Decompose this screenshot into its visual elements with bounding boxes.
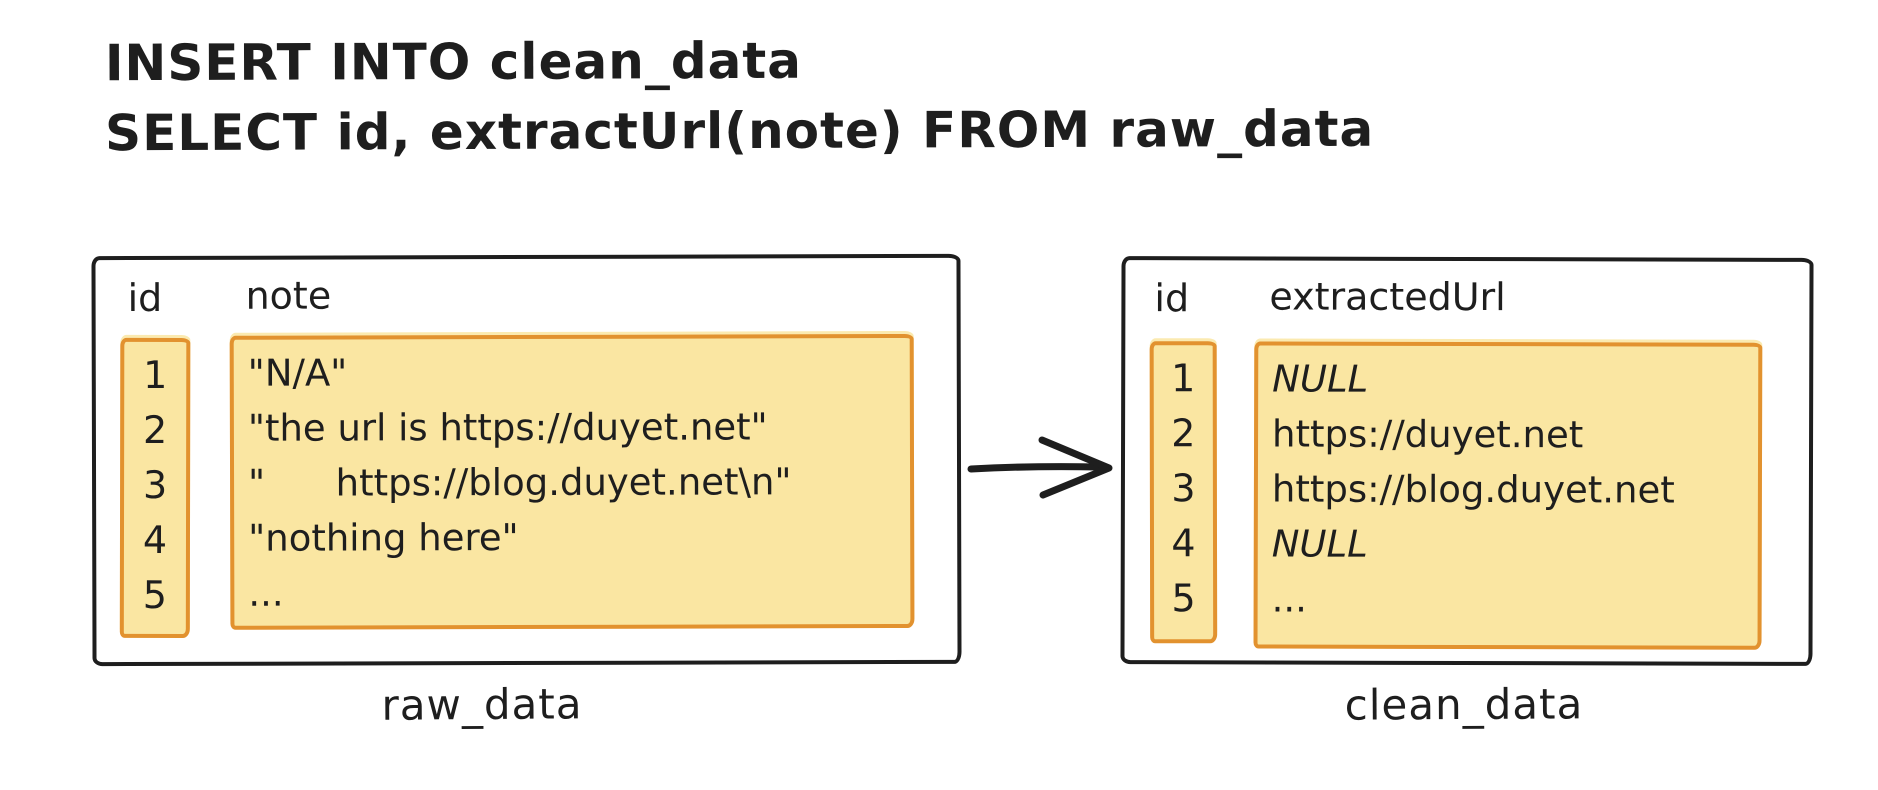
raw-id-cell: 4: [142, 517, 168, 562]
sql-line-insert: INSERT INTO clean_data: [104, 31, 803, 93]
clean-id-cell: 5: [1171, 576, 1196, 621]
clean-extractedurl-column: NULL https://duyet.net https://blog.duye…: [1253, 341, 1763, 650]
clean-id-cell: 2: [1171, 411, 1196, 456]
clean-id-cell: 1: [1171, 356, 1196, 401]
raw-note-cell: "N/A": [247, 351, 348, 395]
clean-url-cell: NULL: [1271, 522, 1368, 566]
sql-line-select: SELECT id, extractUrl(note) FROM raw_dat…: [105, 99, 1375, 163]
raw-table-caption: raw_data: [381, 679, 583, 730]
clean-data-table: id extractedUrl 1 2 3 4 5 NULL https://d…: [1120, 256, 1814, 666]
sql-statement: INSERT INTO clean_data SELECT id, extrac…: [105, 24, 1375, 168]
clean-url-cell: ...: [1271, 577, 1307, 621]
raw-id-cell: 3: [142, 462, 168, 507]
raw-note-cell: " https://blog.duyet.net\n": [248, 460, 792, 505]
raw-id-column: 1 2 3 4 5: [119, 337, 191, 639]
raw-column-header-note: note: [245, 273, 332, 318]
raw-id-cell: 5: [142, 572, 168, 617]
raw-data-table: id note 1 2 3 4 5 "N/A" "the url is http…: [91, 253, 962, 667]
raw-column-header-id: id: [127, 275, 163, 321]
transform-arrow-icon: [967, 436, 1113, 499]
raw-note-cell: ...: [248, 571, 284, 615]
clean-column-header-extractedurl: extractedUrl: [1269, 274, 1506, 320]
raw-id-cell: 2: [143, 407, 168, 452]
clean-url-cell: NULL: [1272, 357, 1369, 401]
clean-url-cell: https://duyet.net: [1272, 412, 1584, 457]
clean-table-caption: clean_data: [1344, 679, 1584, 730]
clean-url-cell: https://blog.duyet.net: [1271, 467, 1675, 512]
raw-note-cell: "the url is https://duyet.net": [247, 405, 768, 450]
raw-id-cell: 1: [143, 352, 168, 397]
clean-id-cell: 3: [1171, 466, 1196, 511]
clean-id-column: 1 2 3 4 5: [1149, 341, 1218, 644]
raw-note-column: "N/A" "the url is https://duyet.net" " h…: [229, 333, 915, 630]
clean-column-header-id: id: [1154, 276, 1190, 321]
clean-id-cell: 4: [1171, 521, 1196, 566]
raw-note-cell: "nothing here": [248, 516, 519, 560]
